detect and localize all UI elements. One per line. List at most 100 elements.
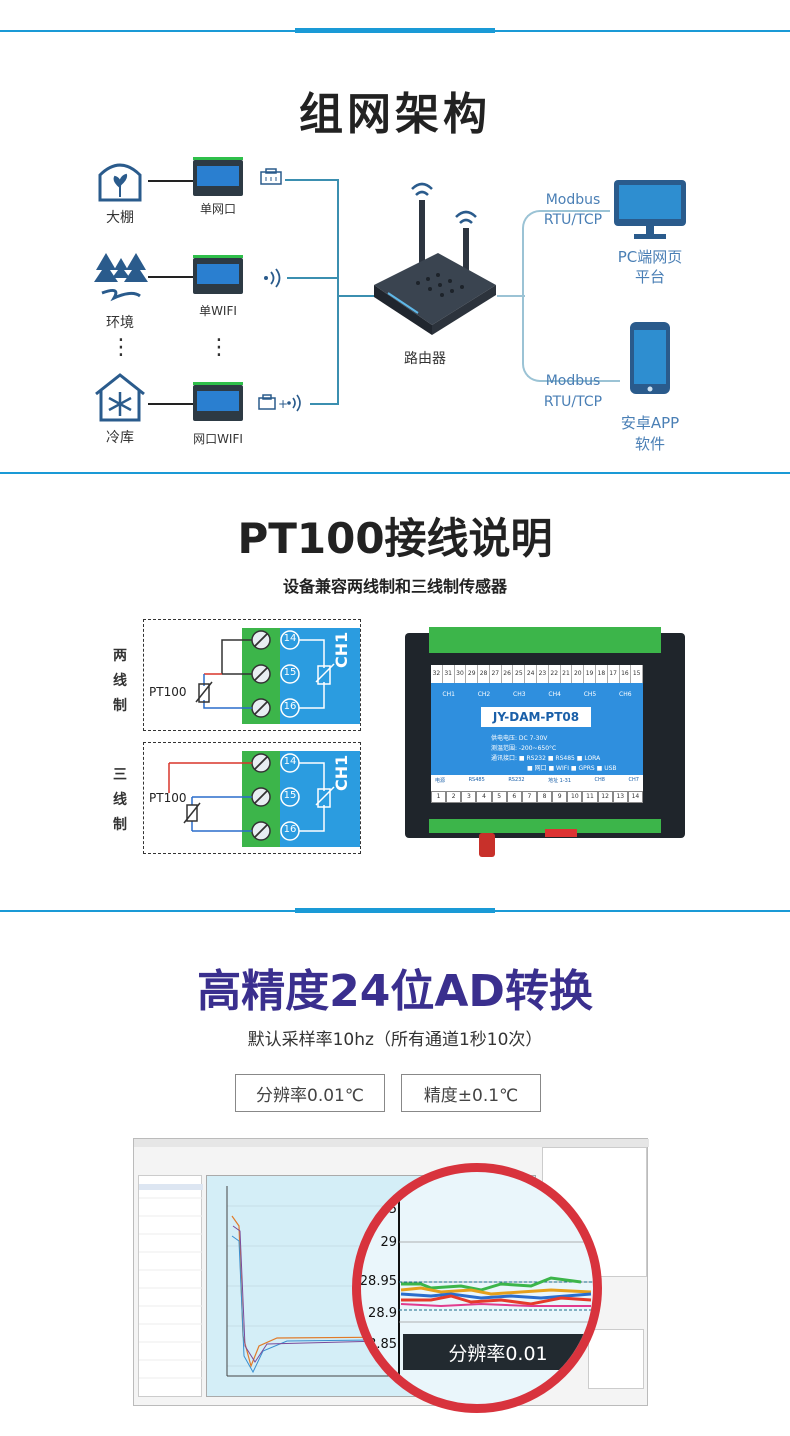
bottom-pin-number: 9	[552, 791, 568, 803]
window-titlebar	[134, 1139, 649, 1147]
top-pin-number: 27	[490, 665, 502, 683]
link-bus	[337, 179, 339, 405]
top-pin-number: 28	[478, 665, 490, 683]
bottom-group-label: 地址 1-31	[548, 778, 571, 784]
bottom-pin-number: 11	[582, 791, 598, 803]
rtu-label-1: RTU/TCP	[543, 212, 603, 228]
bottom-pin-number: 13	[612, 791, 628, 803]
connector	[148, 403, 193, 405]
channel-label: CH1	[442, 691, 455, 698]
device-comm2: ■ 网口 ■ WIFI ■ GPRS ■ USB	[527, 765, 617, 772]
top-pin-number: 23	[537, 665, 549, 683]
greenhouse-icon	[95, 155, 145, 209]
connector	[148, 276, 193, 278]
tree-icon	[92, 248, 150, 307]
app-label-1: 安卓APP	[620, 414, 680, 432]
zoom-tick-29: 29	[380, 1235, 397, 1250]
zoom-tick-28-85: 8.85	[368, 1337, 397, 1352]
pt100-label: PT100	[149, 791, 187, 805]
bottom-pin-number: 2	[446, 791, 462, 803]
single-wifi-label: 单WIFI	[199, 304, 237, 318]
device-model: JY-DAM-PT08	[481, 707, 591, 727]
top-pin-number: 26	[502, 665, 514, 683]
dip-switch	[545, 829, 577, 837]
link-line	[497, 295, 525, 297]
top-pin-number: 31	[443, 665, 455, 683]
bottom-label-row: 电源 RS485 RS232 地址 1-31 CH8 CH7	[431, 777, 643, 784]
single-net-label: 单网口	[199, 202, 236, 216]
zoom-tick-35: 35	[380, 1202, 397, 1217]
bottom-group-label: RS485	[468, 777, 485, 783]
top-pin-number: 30	[455, 665, 467, 683]
channel-label: CH5	[583, 691, 597, 698]
pc-label-1: PC端网页	[617, 248, 683, 266]
section2-rule	[0, 472, 790, 474]
two-wire-char-1: 两	[113, 648, 127, 664]
bottom-pin-number: 3	[461, 791, 477, 803]
greenhouse-label: 大棚	[106, 210, 134, 226]
dots-left: ⋮	[110, 335, 132, 360]
top-pin-number: 25	[513, 665, 526, 683]
top-pin-number: 17	[608, 665, 620, 683]
device-supply: 供电电压: DC 7-30V	[491, 735, 548, 742]
link-line	[540, 380, 620, 382]
ch1-label: CH1	[332, 631, 351, 668]
pc-label-2: 平台	[634, 268, 665, 286]
channel-list	[138, 1175, 203, 1397]
section2-title: PT100接线说明	[237, 514, 553, 563]
bottom-group-label: RS232	[508, 777, 525, 783]
connector	[148, 180, 193, 182]
channel-label: CH2	[477, 691, 491, 698]
device-comm: 通讯接口: ■ RS232 ■ RS485 ■ LORA	[491, 755, 601, 762]
zoom-chart: 35 29 28.95 28.9 8.85 分辨率0.01	[361, 1172, 593, 1404]
bottom-group-label: CH7	[628, 777, 639, 783]
device-range: 测温范围: -200~650°C	[491, 745, 557, 752]
modbus-label-2: Modbus	[545, 373, 601, 389]
device-single-net	[193, 157, 243, 196]
dots-mid: ⋮	[208, 335, 230, 360]
coldstore-label: 冷库	[106, 430, 134, 446]
top-pin-number: 32	[431, 665, 443, 683]
bottom-pin-number: 8	[536, 791, 553, 803]
link-bracket	[522, 210, 542, 382]
bottom-group-label: CH8	[594, 777, 605, 783]
link-line	[337, 295, 377, 297]
bottom-group-label: 电源	[435, 778, 446, 784]
bottom-pin-number: 12	[597, 791, 613, 803]
two-wire-char-2: 线	[113, 673, 127, 689]
bottom-terminals	[429, 819, 661, 833]
zoom-caption: 分辨率0.01	[403, 1334, 593, 1370]
rtu-label-2: RTU/TCP	[543, 394, 603, 410]
side-panel	[588, 1329, 644, 1389]
section3-title: 高精度24位AD转换	[197, 966, 593, 1017]
svg-text:+: +	[278, 397, 288, 411]
bottom-pin-number: 1	[431, 791, 447, 803]
environment-label: 环境	[106, 315, 134, 331]
link-line	[285, 179, 338, 181]
top-pin-number: 29	[466, 665, 479, 683]
zoom-tick-28-95: 28.95	[359, 1274, 397, 1289]
bottom-pin-number: 5	[491, 791, 507, 803]
channel-label: CH3	[513, 691, 526, 698]
top-terminals	[429, 627, 661, 653]
link-line	[540, 210, 610, 212]
channel-label: CH4	[548, 691, 561, 698]
section2-subtitle: 设备兼容两线制和三线制传感器	[282, 577, 507, 596]
top-rule-accent	[295, 28, 495, 33]
resolution-badge: 分辨率0.01℃	[235, 1074, 385, 1112]
antenna-icon	[479, 833, 495, 857]
two-wire-char-3: 制	[113, 698, 127, 714]
terminal-14: 14	[283, 756, 297, 767]
three-wire-char-2: 线	[113, 792, 127, 808]
section1-title: 组网架构	[299, 89, 491, 140]
wifi-signal-icon	[262, 268, 284, 292]
bottom-pin-number: 6	[506, 791, 522, 803]
link-line	[310, 403, 338, 405]
bottom-pin-number: 10	[567, 791, 583, 803]
router-label: 路由器	[404, 351, 446, 367]
